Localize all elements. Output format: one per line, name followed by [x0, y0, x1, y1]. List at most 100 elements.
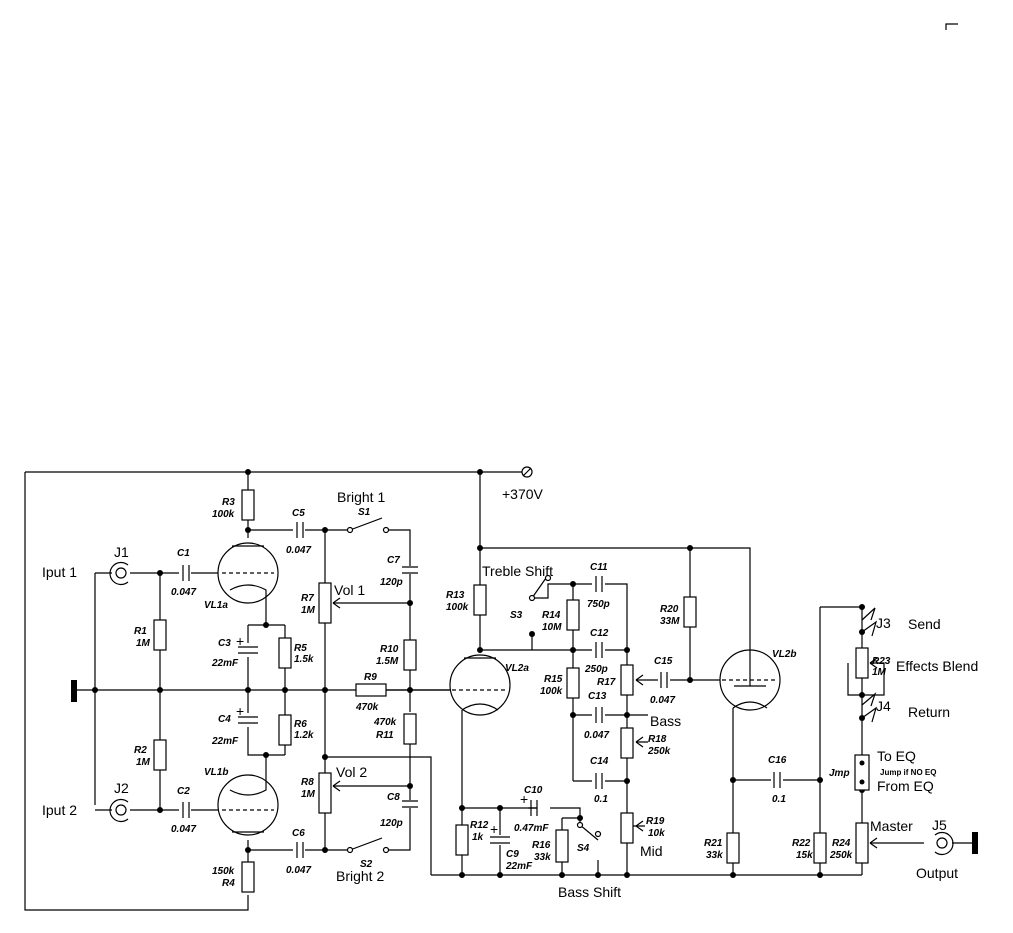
r10-ref: R10	[380, 644, 399, 655]
tube-vl2a: VL2a	[449, 654, 529, 716]
input-jack-1: J1 Iput 1	[42, 544, 129, 586]
vl2b-label: VL2b	[772, 649, 796, 660]
c4-value: 22mF	[211, 736, 239, 747]
r24-ref: R24	[832, 838, 851, 849]
j5-ref: J5	[932, 817, 947, 833]
r6-value: 1.2k	[294, 730, 314, 741]
return-label: Return	[908, 704, 950, 720]
c16-ref: C16	[768, 755, 787, 766]
svg-text:+: +	[236, 703, 244, 719]
s1-ref: S1	[358, 507, 371, 518]
output-jack: J5 Output	[916, 817, 958, 881]
r5-ref: R5	[294, 643, 307, 654]
r1-ref: R1	[134, 626, 147, 637]
r21-ref: R21	[704, 838, 723, 849]
r19-value: 10k	[648, 828, 665, 839]
r19-ref: R19	[646, 816, 665, 827]
switch-terminals	[346, 526, 602, 854]
jumper-block	[854, 754, 870, 791]
c14-ref: C14	[590, 756, 609, 767]
c13-ref: C13	[588, 691, 607, 702]
r9-ref: R9	[364, 672, 377, 683]
j2-ref: J2	[114, 780, 129, 796]
c15-ref: C15	[654, 656, 673, 667]
tube-vl1b: VL1b	[204, 767, 279, 836]
r24-value: 250k	[829, 850, 853, 861]
r9-value: 470k	[355, 702, 379, 713]
r14-value: 10M	[542, 622, 562, 633]
svg-text:+: +	[490, 821, 498, 837]
c5-ref: C5	[292, 508, 305, 519]
c2-ref: C2	[177, 786, 190, 797]
c7-value: 120p	[380, 577, 403, 588]
vl1b-label: VL1b	[204, 767, 228, 778]
c15-value: 0.047	[650, 695, 675, 706]
c1-ref: C1	[177, 548, 190, 559]
c6-value: 0.047	[286, 865, 311, 876]
vl2a-label: VL2a	[505, 663, 529, 674]
ground-bar	[71, 680, 77, 702]
corner-mark	[945, 23, 958, 30]
r5-value: 1.5k	[294, 654, 314, 665]
s3-ref: S3	[510, 610, 523, 621]
input-jack-2: J2 Iput 2	[42, 780, 129, 823]
r11-ref: R11	[376, 730, 394, 741]
r17-ref: R17	[597, 677, 616, 688]
junction-dots	[92, 469, 865, 878]
to-eq-label: To EQ	[877, 748, 916, 764]
resistor-bodies	[153, 489, 827, 893]
r13-value: 100k	[446, 602, 469, 613]
resistor-labels: R1 1M R2 1M R3 100k 150k R4 R5 1.5k R6 1…	[134, 497, 813, 889]
s4-ref: S4	[577, 843, 590, 854]
pot-bodies	[318, 582, 878, 864]
supply-label: +370V	[502, 486, 544, 502]
bass-label: Bass	[650, 713, 681, 729]
r2-ref: R2	[134, 745, 147, 756]
r18-ref: R18	[648, 734, 667, 745]
vl1a-label: VL1a	[204, 600, 228, 611]
c7-ref: C7	[387, 555, 400, 566]
j3-ref: J3	[876, 615, 891, 631]
effects-blend-label: Effects Blend	[896, 658, 978, 674]
j4-ref: J4	[876, 698, 891, 714]
r4-ref: R4	[222, 878, 235, 889]
r3-value: 100k	[212, 509, 235, 520]
c3-ref: C3	[218, 638, 231, 649]
vol2-label: Vol 2	[336, 764, 367, 780]
mid-label: Mid	[640, 843, 663, 859]
loop-labels: J3 Send J4 Return Jmp To EQ Jump if NO E…	[829, 615, 950, 794]
r23-ref: R23	[872, 656, 891, 667]
r22-ref: R22	[792, 838, 811, 849]
r10-value: 1.5M	[376, 656, 399, 667]
r4-value: 150k	[212, 866, 235, 877]
pot-labels: R7 1M Vol 1 R8 1M Vol 2 R17 R18 250k Bas…	[301, 582, 978, 861]
r12-value: 1k	[472, 832, 484, 843]
c9-ref: C9	[506, 849, 519, 860]
send-label: Send	[908, 616, 941, 632]
svg-text:+: +	[236, 633, 244, 649]
r15-value: 100k	[540, 686, 563, 697]
switch-labels: Bright 1 S1 Bright 2 S2 Treble Shift S3 …	[336, 489, 621, 900]
r16-value: 33k	[534, 852, 551, 863]
r16-ref: R16	[532, 840, 551, 851]
r8-value: 1M	[301, 789, 316, 800]
c8-ref: C8	[387, 792, 400, 803]
c10-value: 0.47mF	[514, 823, 549, 834]
r7-value: 1M	[301, 605, 316, 616]
r12-ref: R12	[470, 820, 489, 831]
c2-value: 0.047	[171, 824, 196, 835]
r21-value: 33k	[706, 850, 723, 861]
c6-ref: C6	[292, 828, 305, 839]
c5-value: 0.047	[286, 545, 311, 556]
jump-note: Jump if NO EQ	[880, 768, 936, 777]
j1-ref: J1	[114, 544, 129, 560]
r3-ref: R3	[222, 497, 235, 508]
r14-ref: R14	[542, 610, 561, 621]
r8-ref: R8	[301, 777, 314, 788]
r23-value: 1M	[872, 667, 887, 678]
treble-shift-label: Treble Shift	[482, 563, 553, 579]
r15-ref: R15	[544, 674, 563, 685]
r7-ref: R7	[301, 593, 314, 604]
c11-ref: C11	[590, 562, 608, 573]
